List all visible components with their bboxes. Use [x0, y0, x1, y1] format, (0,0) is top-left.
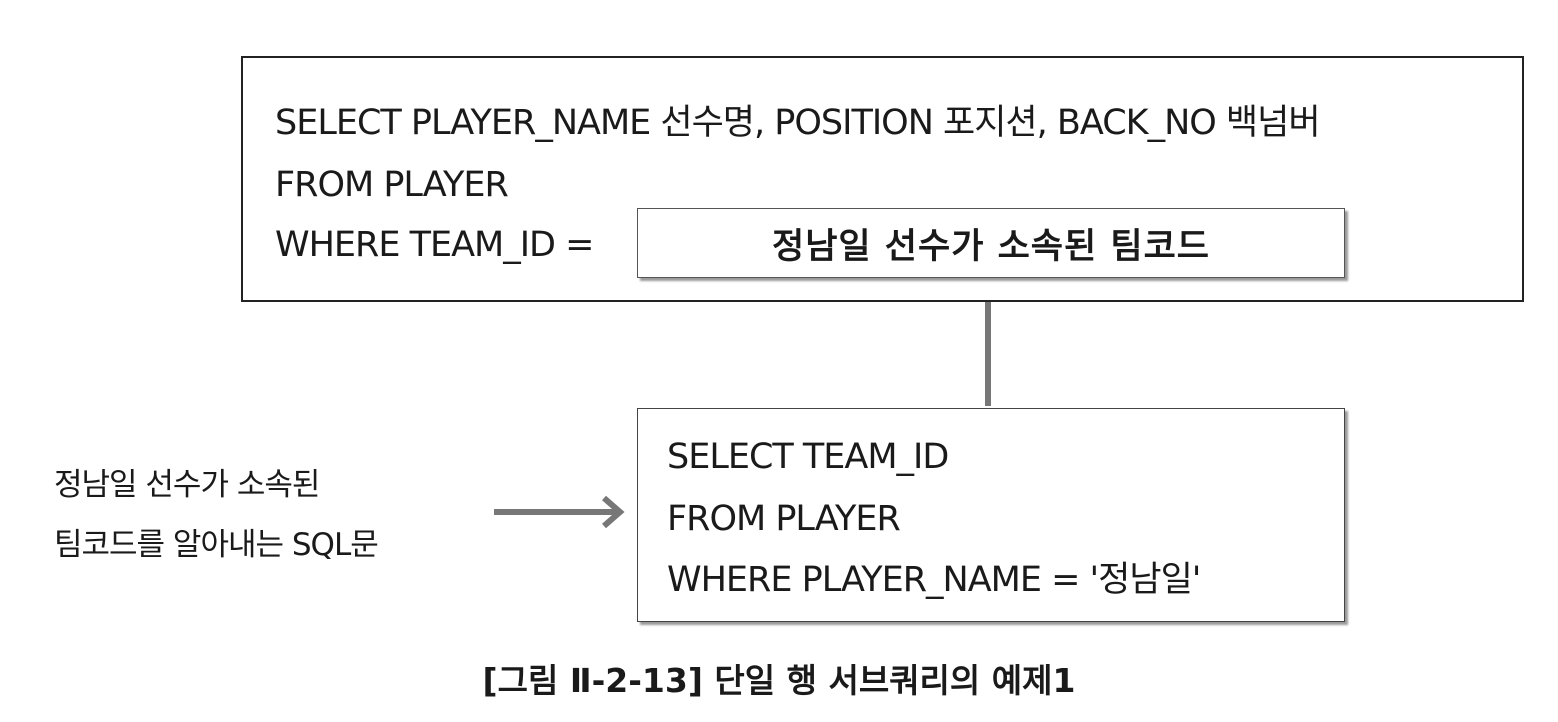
right-arrow-icon [494, 495, 625, 529]
subquery-result-placeholder: 정남일 선수가 소속된 팀코드 [637, 208, 1345, 278]
placeholder-label: 정남일 선수가 소속된 팀코드 [772, 226, 1210, 267]
side-label-line2: 팀코드를 알아내는 SQL문 [54, 527, 379, 563]
subquery-from-line: FROM PLAYER [667, 499, 901, 539]
main-query-select-line: SELECT PLAYER_NAME 선수명, POSITION 포지션, BA… [275, 103, 1321, 143]
main-query-from-line: FROM PLAYER [275, 165, 509, 205]
subquery-where-line: WHERE PLAYER_NAME = '정남일' [667, 560, 1201, 600]
figure-caption: [그림 Ⅱ-2-13] 단일 행 서브쿼리의 예제1 [482, 661, 1076, 700]
subquery-select-line: SELECT TEAM_ID [667, 437, 949, 477]
side-label-line1: 정남일 선수가 소속된 [54, 467, 320, 503]
subquery-box [637, 408, 1345, 622]
main-query-where-line: WHERE TEAM_ID = [275, 225, 594, 265]
